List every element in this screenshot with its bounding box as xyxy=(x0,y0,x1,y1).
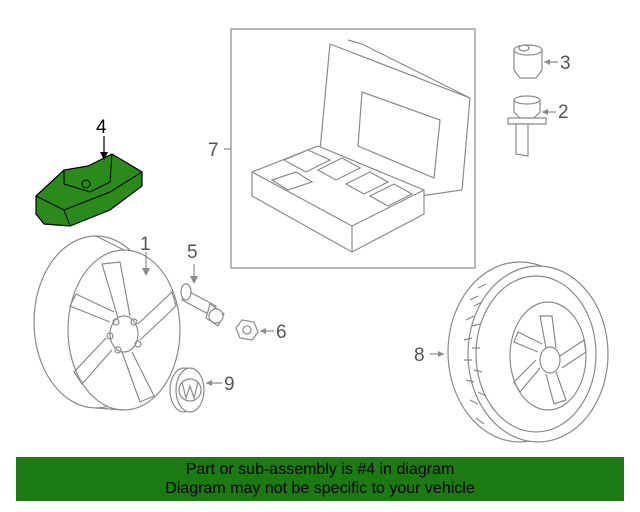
callout-7: 7 xyxy=(208,140,219,161)
callout-8: 8 xyxy=(414,345,425,366)
part-4-tpms-sensor[interactable] xyxy=(35,136,143,227)
callout-5: 5 xyxy=(187,242,198,263)
part-5-valve[interactable] xyxy=(180,264,225,327)
part-6-nut[interactable] xyxy=(235,319,274,341)
banner-line-2: Diagram may not be specific to your vehi… xyxy=(165,480,475,497)
info-banner: Part or sub-assembly is #4 in diagram Di… xyxy=(16,457,624,501)
part-8-tire-wheel-assembly[interactable] xyxy=(430,261,609,443)
callout-1: 1 xyxy=(140,234,151,255)
part-9-center-cap[interactable] xyxy=(169,367,222,413)
banner-line-1: Part or sub-assembly is #4 in diagram xyxy=(185,461,455,478)
part-7-tool-kit-case[interactable] xyxy=(230,28,476,269)
callout-9: 9 xyxy=(224,374,235,395)
part-2-valve-stem[interactable] xyxy=(507,95,556,157)
callout-2: 2 xyxy=(558,102,569,123)
part-1-wheel[interactable] xyxy=(33,235,181,411)
part-3-valve-cap[interactable] xyxy=(513,44,558,79)
callout-3: 3 xyxy=(560,53,571,74)
callout-6: 6 xyxy=(276,322,287,343)
callout-4: 4 xyxy=(96,117,107,138)
